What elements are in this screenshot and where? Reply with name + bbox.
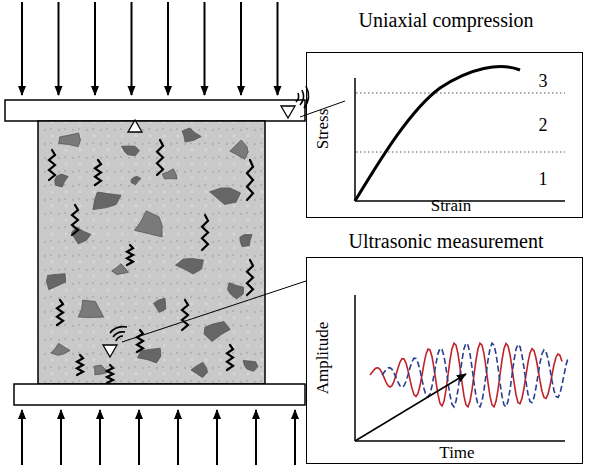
stress-strain-panel: Uniaxial compressionStressStrain321 (306, 52, 583, 218)
load-arrows (22, 410, 295, 465)
ultrasonic-panel: Ultrasonic measurementAmplitudeTime (306, 257, 583, 464)
ultrasonic-chart (355, 295, 568, 441)
cracks (49, 140, 253, 383)
sensor-triangle (103, 345, 117, 357)
loading-plate (14, 384, 305, 405)
axis-label: Amplitude (314, 322, 331, 395)
panel-title: Ultrasonic measurement (349, 231, 544, 251)
stage-number: 3 (539, 72, 548, 90)
stage-number: 1 (539, 170, 548, 188)
signal-waves (110, 86, 309, 341)
load-arrows (22, 2, 278, 95)
axis-label: Strain (431, 197, 472, 214)
stage-number: 2 (539, 116, 548, 134)
axis-label: Stress (314, 109, 331, 150)
concrete-specimen (38, 121, 265, 384)
panel-title: Uniaxial compression (359, 10, 534, 30)
axis-label: Time (439, 444, 474, 461)
leader-line (122, 281, 306, 342)
sensor-triangle (281, 106, 295, 118)
aggregates (46, 128, 258, 378)
loading-plate (5, 100, 305, 121)
stress-strain-chart (355, 67, 565, 201)
sensor-triangle (128, 120, 142, 132)
